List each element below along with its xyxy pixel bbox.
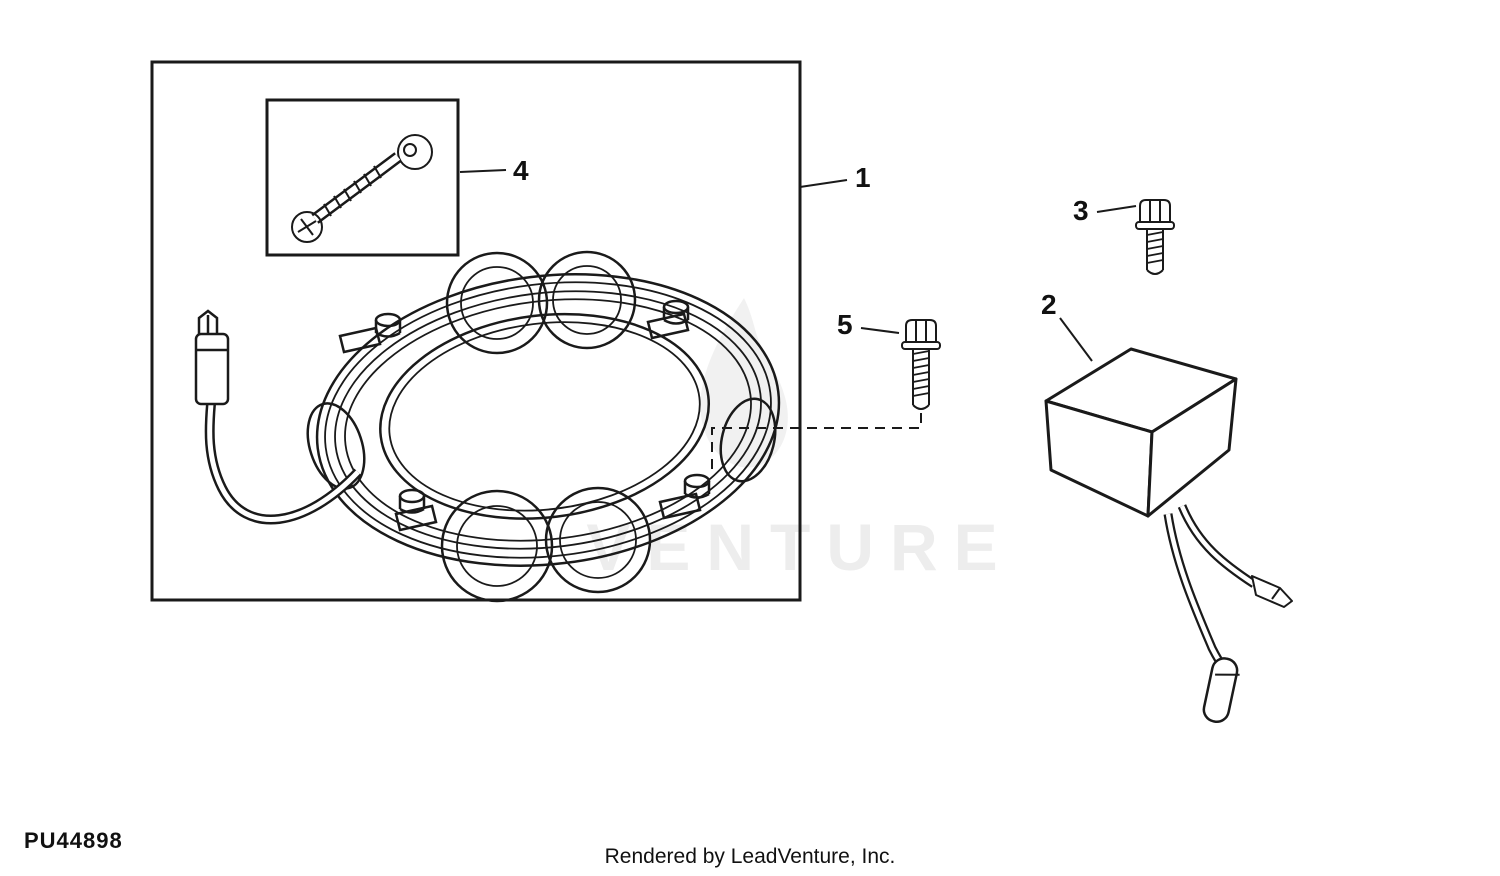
- main-part-box: [150, 60, 802, 602]
- module-part-2: [1044, 347, 1293, 724]
- leader-line-5: [860, 327, 900, 334]
- callout-1: 1: [855, 162, 871, 193]
- watermark: VENTURE: [586, 298, 998, 584]
- leader-line-3: [1096, 205, 1137, 213]
- leader-line-2: [1059, 317, 1093, 362]
- leader-lines: [459, 169, 1137, 362]
- leader-line-4: [459, 169, 507, 173]
- screw-head-icon: [291, 211, 323, 243]
- module-right-face: [1146, 377, 1238, 518]
- washer-icon: [397, 134, 433, 170]
- screw-part-4: [291, 134, 433, 243]
- hex-head-icon: [905, 319, 937, 343]
- callout-5: 5: [837, 309, 853, 340]
- terminal-posts: [374, 299, 711, 514]
- hex-head-icon: [1139, 199, 1171, 223]
- wire-connector: [194, 309, 230, 406]
- module-wire-a: [1177, 504, 1257, 588]
- callout-3: 3: [1073, 195, 1089, 226]
- bolt-part-5: [901, 319, 941, 410]
- footer-credit: Rendered by LeadVenture, Inc.: [604, 845, 896, 868]
- flame-watermark-icon: [700, 298, 788, 468]
- stator-assembly: [194, 250, 781, 603]
- callout-4: 4: [513, 155, 529, 186]
- spade-terminal-icon: [1251, 575, 1293, 608]
- callout-2: 2: [1041, 289, 1057, 320]
- part-code: PU44898: [24, 828, 123, 853]
- leader-line-1: [799, 179, 848, 188]
- bolt-part-3: [1135, 199, 1175, 275]
- dashed-leader-5: [711, 413, 922, 470]
- connector-boot-icon: [1202, 657, 1239, 724]
